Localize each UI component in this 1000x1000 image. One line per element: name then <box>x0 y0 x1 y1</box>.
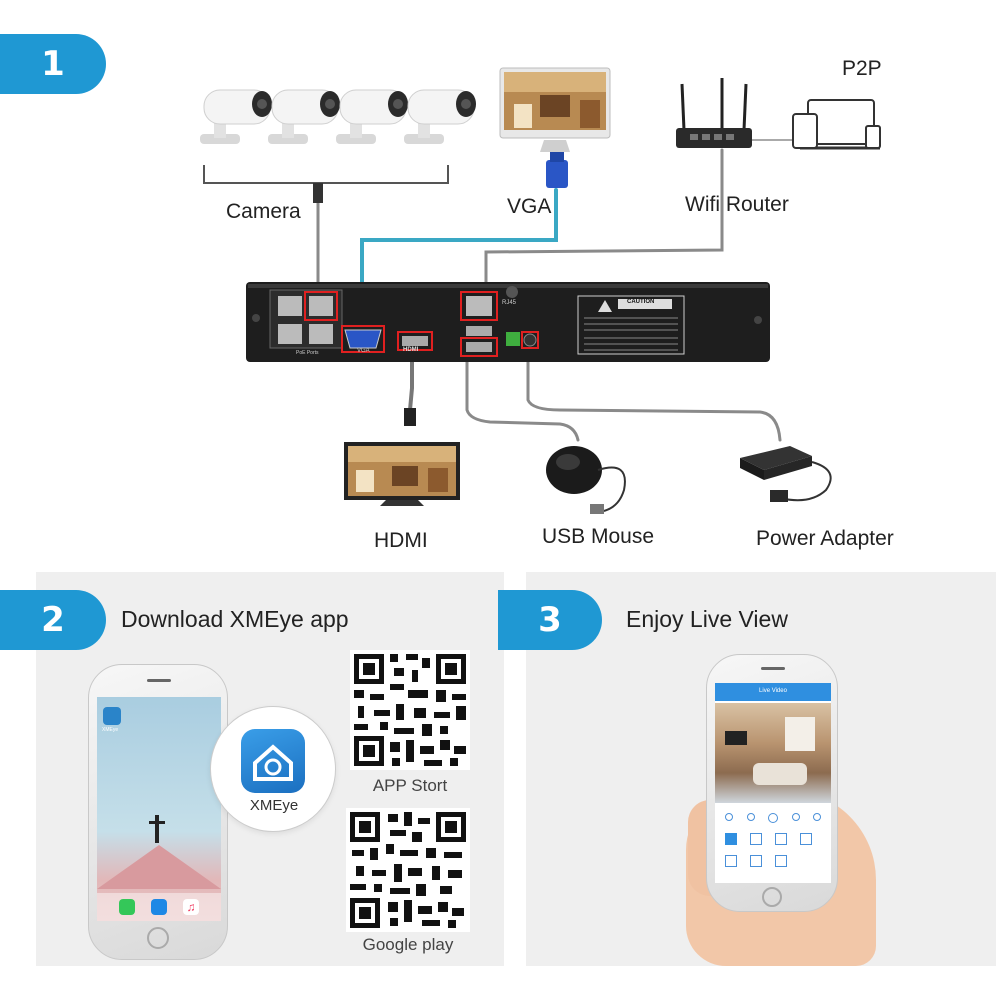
qr-google-play-caption: Google play <box>362 935 454 954</box>
hdmi-label: HDMI <box>374 529 428 552</box>
layout-grid <box>725 833 821 867</box>
phone-screen: XMEye ♫ <box>97 697 221 921</box>
p2p-devices <box>792 99 881 150</box>
layout-4-icon[interactable] <box>750 833 762 845</box>
step-1-number: 1 <box>41 44 65 84</box>
router-cable <box>484 148 724 300</box>
nvr-recorder <box>246 282 770 362</box>
camera-2 <box>268 89 340 144</box>
camera-bracket <box>203 165 449 184</box>
step-2-badge: 2 <box>0 590 106 650</box>
safari-app-icon[interactable] <box>151 899 167 915</box>
phone-home-button[interactable] <box>147 927 169 949</box>
xmeye-home-icon-label: XMEye <box>102 727 119 733</box>
camera-connector <box>313 183 323 203</box>
church-roof <box>97 845 221 889</box>
p2p-label: P2P <box>842 57 882 80</box>
step-3-title: Enjoy Live View <box>626 606 788 632</box>
step-3-badge: 3 <box>498 590 602 650</box>
playback-controls <box>725 813 821 825</box>
xmeye-app-bubble: XMEye <box>210 706 336 832</box>
layout-16-icon[interactable] <box>800 833 812 845</box>
qr-app-store-caption: APP Stort <box>372 776 448 795</box>
rj45-port-label: RJ45 <box>502 300 517 306</box>
vga-cable <box>360 188 558 324</box>
phone-home-button[interactable] <box>762 887 782 907</box>
church-cross-icon <box>155 815 159 843</box>
room-tv <box>725 731 747 745</box>
rj45-highlight <box>460 291 498 321</box>
wifi-router <box>676 78 752 148</box>
power-highlight <box>521 331 539 349</box>
control-icon[interactable] <box>725 813 733 821</box>
live-header-bar <box>715 683 831 701</box>
step-2-number: 2 <box>41 600 65 640</box>
control-icon[interactable] <box>746 813 755 821</box>
vga-plug <box>546 160 568 188</box>
xmeye-home-icon[interactable] <box>103 707 121 725</box>
room-window <box>785 717 815 751</box>
camera-3 <box>336 89 408 144</box>
poe-highlight <box>304 291 338 321</box>
usb-cable <box>465 356 580 442</box>
music-app-icon[interactable]: ♫ <box>183 899 199 915</box>
phone-home-screen: XMEye ♫ <box>88 664 228 960</box>
live-screen: Live Video <box>715 683 831 883</box>
usb-mouse-device <box>546 446 626 514</box>
layout-9-icon[interactable] <box>775 833 787 845</box>
record-icon[interactable] <box>750 855 762 867</box>
room-sofa <box>753 763 807 785</box>
step-3-number: 3 <box>538 600 562 640</box>
hdmi-highlight <box>397 331 433 351</box>
poe-ports-label: PoE Ports <box>296 350 319 356</box>
snapshot-icon[interactable] <box>775 855 787 867</box>
live-video-feed[interactable] <box>715 703 831 803</box>
phone-speaker <box>147 679 171 682</box>
caution-title: CAUTION <box>627 299 655 305</box>
control-icon[interactable] <box>768 813 778 823</box>
power-adapter-label: Power Adapter <box>756 527 894 550</box>
phone-app-icon[interactable] <box>119 899 135 915</box>
vga-port-label: VGA <box>357 348 370 354</box>
usb-highlight <box>460 337 498 357</box>
usb-mouse-label: USB Mouse <box>542 525 655 548</box>
vga-highlight <box>341 325 385 353</box>
xmeye-app-icon[interactable] <box>241 729 305 793</box>
wifi-router-label: Wifi Router <box>685 193 789 216</box>
layout-1-icon[interactable] <box>725 833 737 845</box>
hdmi-tv <box>344 442 460 506</box>
ptz-icon[interactable] <box>725 855 737 867</box>
step-2-title: Download XMEye app <box>121 606 349 632</box>
live-header-title: Live Video <box>759 688 787 694</box>
vga-label: VGA <box>507 195 552 218</box>
cameras <box>200 89 476 144</box>
camera-4 <box>404 89 476 144</box>
step-1-badge: 1 <box>0 34 106 94</box>
phone-speaker <box>761 667 785 670</box>
vga-monitor <box>499 67 611 188</box>
control-icon[interactable] <box>791 813 800 821</box>
hdmi-plug <box>404 408 416 426</box>
church-cross-bar <box>149 821 165 824</box>
power-adapter-device <box>740 446 832 502</box>
xmeye-app-name: XMEye <box>249 797 299 814</box>
power-cable <box>526 353 782 442</box>
hdmi-cable <box>408 348 414 412</box>
hdmi-port-label: HDMI <box>403 347 419 353</box>
phone-live-view: Live Video <box>706 654 838 912</box>
camera-1 <box>200 89 272 144</box>
xmeye-house-icon <box>253 744 293 781</box>
control-icon[interactable] <box>813 813 821 821</box>
connection-diagram <box>200 67 881 514</box>
camera-label: Camera <box>226 200 301 223</box>
